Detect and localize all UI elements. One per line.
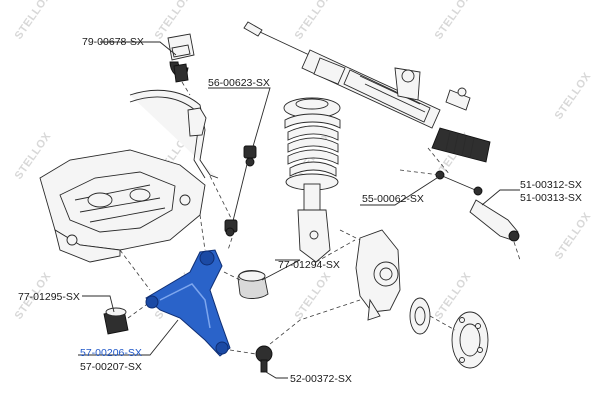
label-51-00313[interactable]: 51-00313-SX	[520, 192, 582, 204]
stabilizer-bushing	[167, 33, 195, 96]
leader-lines	[78, 41, 520, 379]
label-56-00623[interactable]: 56-00623-SX	[208, 77, 270, 89]
stabilizer-link	[224, 145, 257, 251]
label-57-00207[interactable]: 57-00207-SX	[80, 361, 142, 373]
control-arm-bushing-front	[103, 301, 151, 335]
ball-joint	[229, 299, 361, 373]
watermark: STELLOX	[433, 0, 474, 42]
part-labels: 79-00678-SX 56-00623-SX 55-00062-SX 51-0…	[18, 36, 582, 385]
steering-rack	[243, 21, 471, 129]
label-57-00206[interactable]: 57-00206-SX	[80, 347, 142, 359]
label-51-00312[interactable]: 51-00312-SX	[520, 179, 582, 191]
label-77-01294[interactable]: 77-01294-SX	[278, 259, 340, 271]
wheel-bearing	[409, 297, 431, 335]
label-52-00372[interactable]: 52-00372-SX	[290, 373, 352, 385]
tie-rod-end	[469, 199, 521, 261]
label-77-01295[interactable]: 77-01295-SX	[18, 291, 80, 303]
watermark: STELLOX	[553, 70, 594, 121]
label-79-00678[interactable]: 79-00678-SX	[82, 36, 144, 48]
guide-lines	[119, 169, 441, 291]
lower-control-arm	[145, 249, 231, 357]
inner-tie-rod	[435, 170, 483, 196]
watermark: STELLOX	[13, 0, 54, 42]
subframe	[39, 149, 206, 263]
steering-knuckle	[355, 229, 401, 321]
strut-assembly	[283, 97, 356, 263]
watermark: STELLOX	[553, 210, 594, 261]
watermark: STELLOX	[293, 270, 334, 321]
rack-boot	[427, 127, 491, 176]
control-arm-bushing-rear	[223, 270, 269, 299]
wheel-hub	[429, 311, 489, 369]
stabilizer-bar	[129, 89, 219, 179]
watermark: STELLOX	[293, 0, 334, 42]
label-55-00062[interactable]: 55-00062-SX	[362, 193, 424, 205]
